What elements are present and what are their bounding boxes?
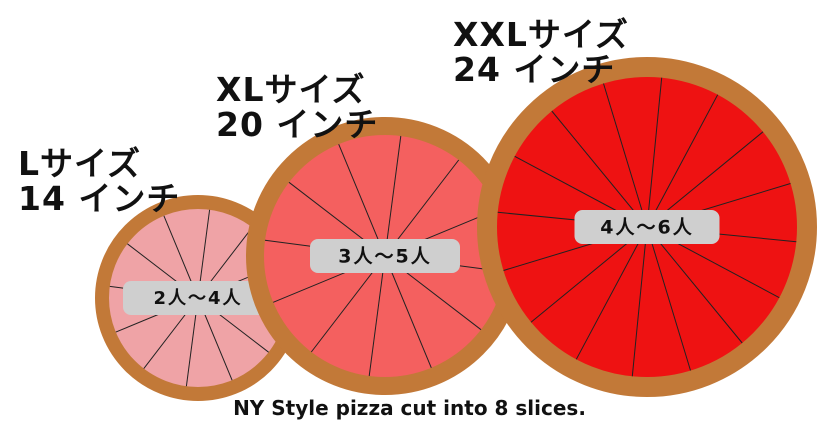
pizza-xl: 3人～5人	[246, 117, 524, 395]
pizza-xxl-servings-label: 4人～6人	[600, 217, 693, 239]
pizza-l-inch-label: 14 インチ	[18, 179, 181, 218]
pizza-xl-slice-line	[338, 144, 386, 257]
pizza-l-size-label: Lサイズ	[18, 144, 142, 183]
pizza-xxl: 4人～6人	[477, 57, 817, 397]
pizza-xl-slice-line	[384, 255, 432, 368]
pizza-xxl-slice-line	[551, 110, 648, 228]
pizza-xxl-slice-line	[603, 83, 648, 228]
pizza-l-servings-label: 2人～4人	[153, 288, 242, 309]
pizza-xxl-inch-label: 24 インチ	[453, 50, 616, 89]
pizza-xl-servings-label: 3人～5人	[338, 246, 431, 268]
pizza-xl-slice-line	[384, 135, 402, 257]
pizza-xxl-slice-line	[646, 77, 663, 228]
pizza-l-title: Lサイズ 14 インチ	[18, 146, 180, 216]
pizza-xxl-slice-line	[646, 226, 743, 344]
pizza-xxl-title: XXLサイズ 24 インチ	[453, 17, 629, 87]
pizza-xl-slice-line	[368, 255, 386, 377]
pizza-xxl-slice-line	[646, 94, 719, 228]
pizza-xxl-size-label: XXLサイズ	[453, 15, 629, 54]
pizza-xl-servings-badge	[310, 239, 460, 273]
pizza-l-servings-badge	[123, 281, 273, 315]
pizza-xl-size-label: XLサイズ	[216, 70, 366, 109]
pizza-xxl-slice-line	[646, 226, 691, 371]
pizza-xxl-servings-badge	[574, 210, 720, 244]
pizza-xxl-slice-line	[631, 226, 648, 377]
footer-caption: NY Style pizza cut into 8 slices.	[233, 396, 586, 420]
pizza-xl-inch-label: 20 インチ	[216, 105, 379, 144]
pizza-xxl-slice-line	[575, 226, 648, 360]
pizza-xl-title: XLサイズ 20 インチ	[216, 72, 378, 142]
